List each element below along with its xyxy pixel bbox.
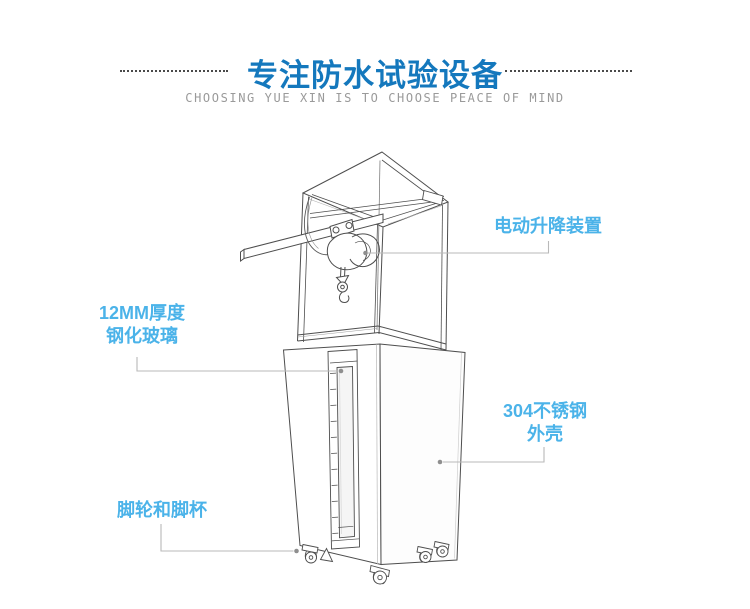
leader-dot-tempered-glass bbox=[338, 368, 344, 374]
callout-stainless-shell-line2: 外壳 bbox=[527, 424, 563, 444]
callout-tempered-glass-line2: 钢化玻璃 bbox=[106, 326, 178, 346]
leader-dot-casters bbox=[294, 548, 299, 554]
leader-lines bbox=[136, 241, 550, 552]
title-dotted-line-left bbox=[120, 70, 228, 72]
leader-casters bbox=[160, 524, 294, 552]
ruler-ticks bbox=[329, 372, 339, 534]
page-subtitle: CHOOSING YUE XIN IS TO CHOOSE PEACE OF M… bbox=[185, 91, 565, 105]
callout-tempered-glass: 12MM厚度 钢化玻璃 bbox=[96, 302, 188, 348]
leader-electric-hoist bbox=[368, 241, 550, 254]
caster-wheels bbox=[301, 540, 450, 585]
electric-hoist bbox=[326, 218, 380, 304]
cabinet-body bbox=[282, 343, 466, 566]
foot-cup bbox=[319, 547, 334, 563]
cage-frame bbox=[297, 151, 450, 351]
leader-stainless-shell bbox=[443, 447, 545, 463]
page-title: 专注防水试验设备 bbox=[247, 58, 503, 93]
leader-dot-electric-hoist bbox=[363, 250, 368, 256]
leader-dots bbox=[294, 250, 443, 554]
callout-stainless-shell: 304不锈钢 外壳 bbox=[500, 400, 590, 446]
glass-slot-window bbox=[327, 349, 360, 550]
callout-casters: 脚轮和脚杯 bbox=[117, 500, 207, 520]
callout-stainless-shell-line1: 304不锈钢 bbox=[502, 401, 588, 421]
leader-dot-stainless-shell bbox=[437, 459, 443, 465]
leader-tempered-glass bbox=[136, 357, 338, 372]
title-dotted-line-right bbox=[505, 70, 632, 72]
callout-tempered-glass-line1: 12MM厚度 bbox=[98, 303, 185, 323]
callout-electric-hoist: 电动升降装置 bbox=[494, 216, 602, 236]
